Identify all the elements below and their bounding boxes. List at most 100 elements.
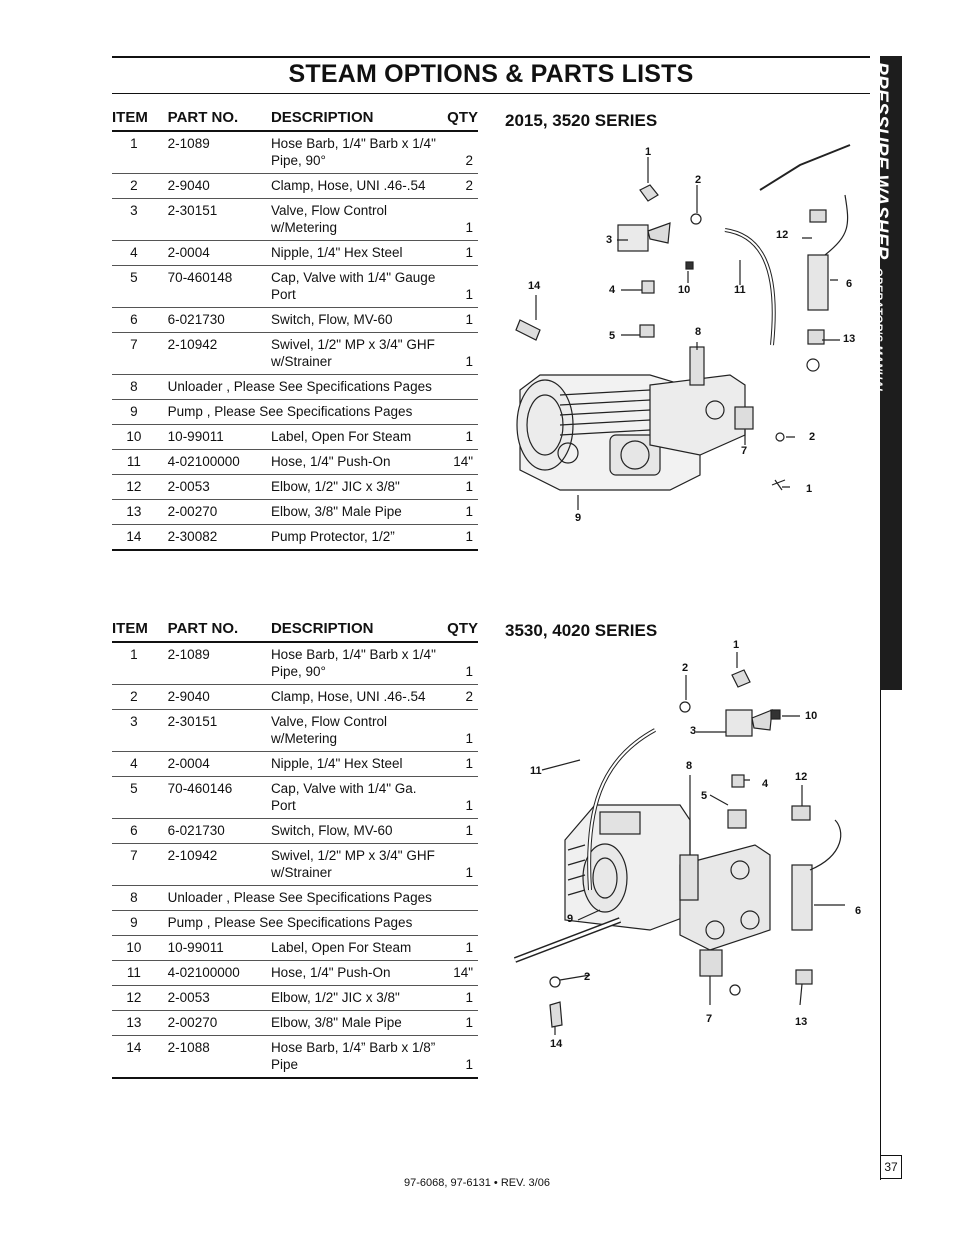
header-description: DESCRIPTION bbox=[270, 620, 439, 643]
header-part-no: PART NO. bbox=[155, 109, 271, 132]
cell-qty: 2 bbox=[438, 131, 478, 174]
cell-item: 5 bbox=[112, 776, 156, 819]
cell-qty: 1 bbox=[438, 1010, 478, 1036]
hose-clamp bbox=[549, 976, 561, 988]
cell-note: Pump , Please See Specifications Pages bbox=[155, 399, 478, 425]
cell-item: 1 bbox=[112, 131, 156, 174]
header-item: ITEM bbox=[112, 109, 156, 132]
cell-item: 13 bbox=[112, 1010, 156, 1036]
callout-2: 2 bbox=[695, 174, 701, 186]
cell-qty: 2 bbox=[438, 684, 478, 710]
cell-item: 2 bbox=[112, 684, 156, 710]
cell-item: 11 bbox=[112, 449, 156, 475]
cell-description: Label, Open For Steam bbox=[270, 424, 439, 450]
cell-item: 12 bbox=[112, 985, 156, 1011]
male-pipe-elbow bbox=[807, 329, 825, 345]
flow-control-valve bbox=[617, 224, 649, 252]
cell-qty: 1 bbox=[438, 307, 478, 333]
cell-part-no: 2-9040 bbox=[155, 684, 271, 710]
header-item: ITEM bbox=[112, 620, 156, 643]
hose-assembly bbox=[759, 144, 851, 191]
header-qty: QTY bbox=[438, 620, 478, 643]
callout-2: 2 bbox=[682, 662, 688, 674]
valve-cap bbox=[639, 324, 655, 338]
cell-part-no: 2-10942 bbox=[155, 332, 271, 375]
cell-item: 3 bbox=[112, 198, 156, 241]
cell-item: 9 bbox=[112, 910, 156, 936]
cell-part-no: 2-0004 bbox=[155, 240, 271, 266]
cell-qty: 1 bbox=[438, 985, 478, 1011]
cell-description: Hose, 1/4" Push-On bbox=[270, 960, 439, 986]
cell-item: 6 bbox=[112, 307, 156, 333]
callout-14: 14 bbox=[528, 280, 541, 292]
cell-part-no: 70-460148 bbox=[155, 265, 271, 308]
cell-description: Elbow, 1/2" JIC x 3/8" bbox=[270, 474, 439, 500]
cell-description: Hose Barb, 1/4" Barb x 1/4" Pipe, 90° bbox=[270, 131, 439, 174]
cell-part-no: 6-021730 bbox=[155, 818, 271, 844]
callout-12: 12 bbox=[795, 771, 807, 783]
callout-8: 8 bbox=[695, 326, 701, 338]
cell-qty: 14" bbox=[438, 449, 478, 475]
cell-part-no: 2-0004 bbox=[155, 751, 271, 777]
cell-description: Valve, Flow Control w/Metering bbox=[270, 198, 439, 241]
cell-item: 7 bbox=[112, 843, 156, 886]
cell-part-no: 2-30151 bbox=[155, 198, 271, 241]
callout-13: 13 bbox=[795, 1016, 807, 1028]
header-part-no: PART NO. bbox=[155, 620, 271, 643]
cell-note: Unloader , Please See Specifications Pag… bbox=[155, 885, 478, 911]
cell-note: Unloader , Please See Specifications Pag… bbox=[155, 374, 478, 400]
jic-elbow bbox=[809, 209, 827, 223]
cell-part-no: 70-460146 bbox=[155, 776, 271, 819]
flow-switch bbox=[791, 864, 813, 931]
cell-description: Pump Protector, 1/2” bbox=[270, 524, 439, 551]
cell-item: 4 bbox=[112, 240, 156, 266]
callout-9: 9 bbox=[567, 913, 573, 925]
hex-nipple bbox=[731, 774, 745, 788]
hose-clamp bbox=[690, 213, 702, 225]
callout-4: 4 bbox=[762, 778, 769, 790]
side-rule bbox=[880, 690, 881, 1180]
steam-label bbox=[685, 261, 694, 270]
cell-qty: 1 bbox=[438, 709, 478, 752]
cell-item: 2 bbox=[112, 173, 156, 199]
callout-7: 7 bbox=[741, 445, 747, 457]
cell-item: 6 bbox=[112, 818, 156, 844]
side-tab bbox=[880, 56, 902, 690]
cell-item: 1 bbox=[112, 642, 156, 685]
cell-part-no: 6-021730 bbox=[155, 307, 271, 333]
cell-qty: 1 bbox=[438, 198, 478, 241]
garden-hose-swivel bbox=[734, 406, 754, 430]
table-header-row: ITEM PART NO. DESCRIPTION QTY bbox=[112, 109, 478, 132]
cell-item: 10 bbox=[112, 935, 156, 961]
cell-qty: 1 bbox=[438, 818, 478, 844]
cell-qty: 1 bbox=[438, 642, 478, 685]
header-qty: QTY bbox=[438, 109, 478, 132]
cell-qty: 1 bbox=[438, 935, 478, 961]
footer-doc-number: 97-6068, 97-6131 • REV. 3/06 bbox=[404, 1177, 550, 1189]
cell-note: Pump , Please See Specifications Pages bbox=[155, 910, 478, 936]
callout-1b: 1 bbox=[806, 483, 812, 495]
cell-qty: 1 bbox=[438, 424, 478, 450]
cell-description: Valve, Flow Control w/Metering bbox=[270, 709, 439, 752]
cell-item: 12 bbox=[112, 474, 156, 500]
cell-qty: 1 bbox=[438, 499, 478, 525]
cell-item: 11 bbox=[112, 960, 156, 986]
manifold bbox=[649, 374, 746, 456]
callout-2b: 2 bbox=[809, 431, 815, 443]
